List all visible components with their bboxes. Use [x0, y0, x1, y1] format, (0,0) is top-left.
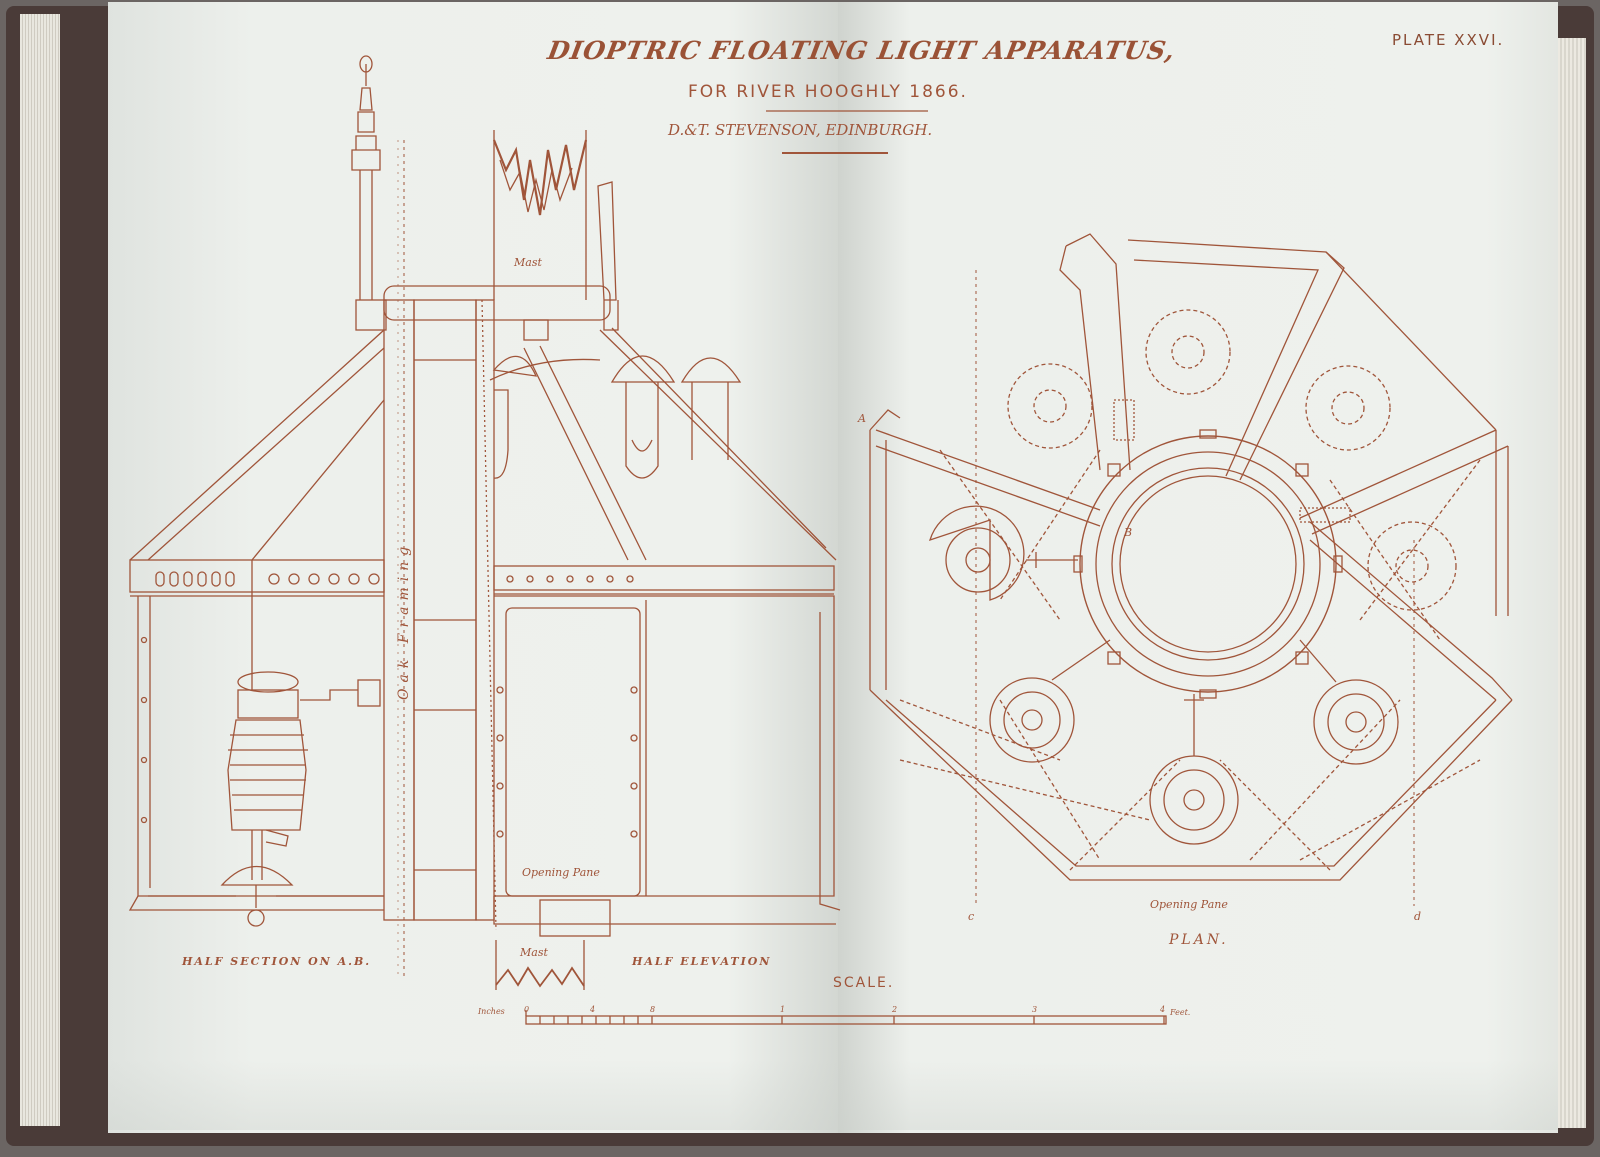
girder-rivets — [155, 571, 634, 587]
half-elevation-caption: HALF ELEVATION — [632, 955, 772, 968]
plan-marker-c: c — [968, 910, 975, 923]
ring-lugs — [1073, 429, 1343, 699]
scale-units-left: Inches — [478, 1007, 505, 1016]
scale-title: SCALE. — [833, 975, 895, 991]
right-page — [838, 2, 1558, 1133]
lamp-burners-solid — [929, 505, 1399, 845]
page-edges-left — [20, 14, 60, 1126]
plan-title: PLAN. — [1169, 932, 1229, 948]
half-section-caption: HALF SECTION ON A.B. — [182, 955, 372, 968]
left-page — [108, 2, 838, 1133]
scale-tick: 8 — [650, 1005, 656, 1014]
panel-bolts — [140, 636, 638, 838]
page-shadow — [108, 1060, 1558, 1130]
scale-units-right: Feet. — [1170, 1008, 1191, 1017]
mast-top-label: Mast — [514, 256, 542, 269]
elevation-drawing — [128, 55, 841, 990]
plan-pane-label: Opening Pane — [1150, 898, 1228, 911]
scale-tick: 1 — [780, 1005, 786, 1014]
scale-tick: 0 — [524, 1005, 530, 1014]
plan-marker-b: B — [1124, 526, 1133, 539]
scale-tick: 2 — [892, 1005, 898, 1014]
lamp-burners-dashed — [899, 309, 1481, 871]
plate-title: DIOPTRIC FLOATING LIGHT APPARATUS, — [545, 36, 1178, 65]
scale-tick: 4 — [590, 1005, 596, 1014]
scale-bar — [525, 1010, 1167, 1025]
elevation-pane-label: Opening Pane — [522, 866, 600, 879]
oak-framing-label: Oak Framing — [396, 540, 412, 700]
plate-maker: D.&T. STEVENSON, EDINBURGH. — [668, 121, 933, 139]
plate-subtitle: FOR RIVER HOOGHLY 1866. — [688, 82, 968, 102]
plan-drawing — [869, 233, 1513, 906]
mast-bottom-label: Mast — [520, 946, 548, 959]
plan-marker-d: d — [1414, 910, 1422, 923]
scale-tick: 3 — [1032, 1005, 1038, 1014]
plate-number: PLATE XXVI. — [1392, 31, 1505, 49]
scale-tick: 4 — [1160, 1005, 1166, 1014]
plan-marker-a: A — [858, 412, 866, 425]
